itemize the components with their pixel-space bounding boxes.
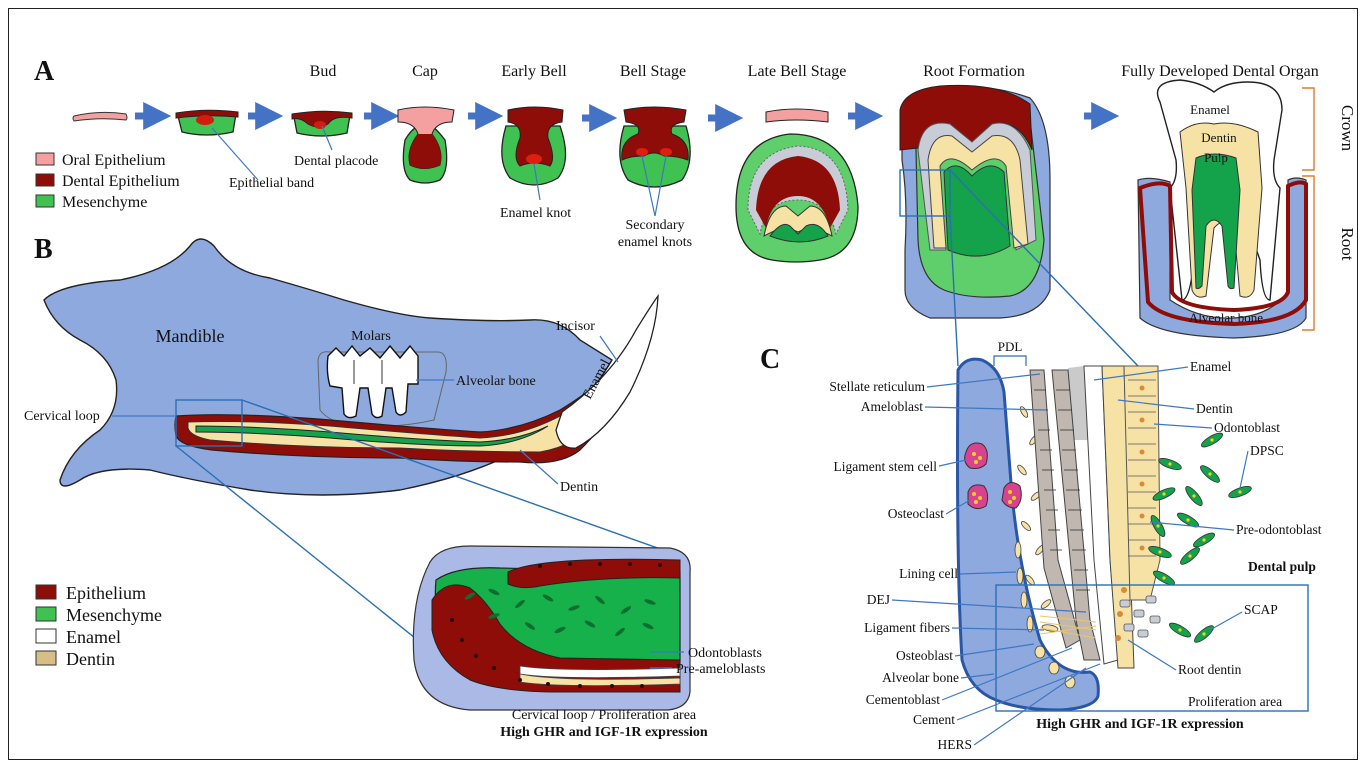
pulp-cells [1147,431,1252,645]
label-epithelial-band: Epithelial band [229,176,314,191]
label-ameloblast: Ameloblast [861,399,923,414]
label-pdl: PDL [998,339,1023,354]
panel-c-letter: C [760,344,780,375]
label-odontoblast: Odontoblast [1214,420,1280,435]
stage-bell [620,107,690,187]
legend-b-swatch [36,651,56,665]
label-secondary: Secondary [625,218,684,233]
legend-b-dentin: Dentin [66,649,115,669]
pdl-bracket [994,356,1026,366]
dentin-column [1084,366,1160,668]
label-pre-odontoblast: Pre-odontoblast [1236,522,1322,537]
label-alveolar-bone-c: Alveolar bone [882,670,959,685]
legend-a-swatch [36,195,54,207]
tooth-label-enamel: Enamel [1190,102,1230,117]
tooth-label-crown: Crown [1338,105,1357,152]
stage-title-early-bell: Early Bell [501,63,567,80]
label-ligament-fibers: Ligament fibers [864,620,950,635]
label-cementoblast: Cementoblast [866,692,940,707]
legend-b-enamel: Enamel [66,627,121,647]
stage-developed-tooth: Enamel Dentin Pulp Alveolar bone Crown R… [1138,80,1357,338]
tooth-label-alveolar-bone: Alveolar bone [1189,310,1263,325]
stage-title-bell: Bell Stage [620,63,686,80]
label-ligament-stem-cell: Ligament stem cell [834,459,938,474]
caption-c-bold: High GHR and IGF-1R expression [1036,717,1244,732]
label-cervical-loop: Cervical loop [24,409,100,424]
stage-bud [398,107,454,183]
stage-title-developed: Fully Developed Dental Organ [1121,63,1318,80]
stage-placode-1 [176,110,238,135]
legend-a-swatch [36,174,54,186]
oral-epithelium-band [73,112,127,121]
label-alveolar-bone-b: Alveolar bone [456,374,536,389]
tooth-label-dentin: Dentin [1201,130,1237,145]
label-odontoblasts: Odontoblasts [688,646,762,661]
legend-a-dental-epithelium: Dental Epithelium [62,173,180,190]
caption-b: Cervical loop / Proliferation area [512,708,697,723]
label-cement: Cement [913,712,955,727]
label-lining-cell: Lining cell [899,566,958,581]
label-proliferation-area: Proliferation area [1188,694,1282,709]
panel-a-letter: A [34,56,55,87]
stage-late-bell [736,109,858,262]
stage-title-bud: Bud [310,63,337,80]
legend-a-mesenchyme: Mesenchyme [62,194,147,211]
label-dentin-c: Dentin [1196,401,1233,416]
label-molars: Molars [351,329,391,344]
tooth-label-pulp: Pulp [1204,150,1228,165]
legend-b-swatch [36,629,56,643]
label-osteoblast: Osteoblast [896,648,953,663]
label-dpsc: DPSC [1250,443,1284,458]
legend-a-oral-epithelium: Oral Epithelium [62,152,166,169]
legend-b: Epithelium Mesenchyme Enamel Dentin [36,583,162,669]
label-enamel-knots: enamel knots [618,235,692,250]
stage-cap [502,107,566,185]
label-stellate-reticulum: Stellate reticulum [829,379,925,394]
legend-b-swatch [36,585,56,599]
label-scap: SCAP [1244,602,1278,617]
label-dental-placode: Dental placode [294,154,378,169]
stage-title-late-bell: Late Bell Stage [748,63,847,80]
label-root-dentin: Root dentin [1178,662,1242,677]
label-pre-ameloblasts: Pre-ameloblasts [676,662,765,677]
label-mandible: Mandible [156,326,225,346]
label-dentin-b: Dentin [560,480,598,495]
legend-b-mesenchyme: Mesenchyme [66,605,162,625]
cervical-loop-inset [413,546,690,710]
label-enamel-knot: Enamel knot [500,206,571,221]
legend-b-epithelium: Epithelium [66,583,146,603]
label-osteoclast: Osteoclast [888,506,944,521]
stage-titles: Bud Cap Early Bell Bell Stage Late Bell … [310,63,1319,80]
label-enamel-c: Enamel [1190,359,1231,374]
label-incisor: Incisor [556,319,595,334]
crown-bracket [1302,88,1314,170]
panel-b-letter: B [34,234,53,265]
caption-b-bold: High GHR and IGF-1R expression [500,725,708,740]
legend-a-swatch [36,153,54,165]
tooth-label-root: Root [1338,227,1357,260]
label-dej: DEJ [867,592,890,607]
stage-title-cap: Cap [412,63,438,80]
label-hers: HERS [937,737,972,752]
stage-root-formation [900,85,1050,318]
stage-placode-2 [292,111,352,136]
legend-a: Oral Epithelium Dental Epithelium Mesenc… [36,152,180,211]
stage-title-root-formation: Root Formation [923,63,1025,80]
label-dental-pulp: Dental pulp [1248,559,1316,574]
legend-b-swatch [36,607,56,621]
